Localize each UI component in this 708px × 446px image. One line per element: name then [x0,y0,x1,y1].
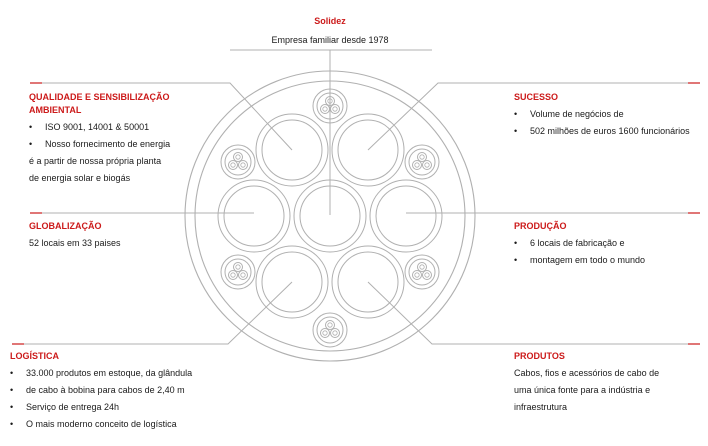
lower-right-bundle-core-2 [412,270,422,280]
producao-block: PRODUÇÃO 6 locais de fabricação e montag… [514,220,704,269]
solidez-title: Solidez [314,16,346,26]
qualidade-block: QUALIDADE E SENSIBILIZAÇÃO AMBIENTAL ISO… [29,91,229,187]
bottom-bundle-core-2-center [322,330,328,336]
upper-left-bundle-core-3-center [240,162,246,168]
upper-right-bundle-core-1-center [419,154,425,160]
lower-right-conductor-inner [337,251,399,313]
upper-right-bundle-core-1 [417,152,427,162]
bottom-bundle-core-1 [325,320,335,330]
top-bundle-core-3 [330,104,340,114]
logistica-continuation-1: de cabo à bobina para cabos de 2,40 m [10,382,240,399]
upper-left-bundle-ring [220,144,256,180]
lower-right-bundle-ring [404,254,440,290]
producao-bullet-1: 6 locais de fabricação e [514,235,704,252]
qualidade-leader [30,82,293,151]
logistica-title: LOGÍSTICA [10,351,59,361]
upper-left-bundle-core-3 [238,160,248,170]
produtos-block: PRODUTOS Cabos, fios e acessórios de cab… [514,350,704,416]
right-conductor-outer [369,179,443,253]
produtos-line-3: infraestrutura [514,402,568,412]
qualidade-bullet-2: Nosso fornecimento de energia [29,136,229,153]
logistica-block: LOGÍSTICA 33.000 produtos em estoque, da… [10,350,240,433]
lower-left-bundle-core-2 [228,270,238,280]
qualidade-bullet-1: ISO 9001, 14001 & 50001 [29,119,229,136]
upper-right-bundle-inner-ring [408,148,436,176]
logistica-bullet-3: O mais moderno conceito de logística [10,416,240,433]
upper-left-bundle-core-2-center [230,162,236,168]
solidez-block: Solidez Empresa familiar desde 1978 [230,15,430,52]
upper-right-bundle-core-3 [422,160,432,170]
upper-right-bundle-core-2-center [414,162,420,168]
bottom-bundle-core-3 [330,328,340,338]
upper-left-bundle-core-1 [233,152,243,162]
sucesso-title: SUCESSO [514,92,559,102]
lower-right-conductor-outer [331,245,405,319]
producao-continuation-1: montagem em todo o mundo [514,252,704,269]
globalizacao-block: GLOBALIZAÇÃO 52 locais em 33 paises [29,220,189,252]
sucesso-block: SUCESSO Volume de negócios de 502 milhõe… [514,91,708,140]
globalizacao-title: GLOBALIZAÇÃO [29,221,102,231]
logistica-bullet-2: Serviço de entrega 24h [10,399,240,416]
right-conductor-inner [375,185,437,247]
top-bundle-core-3-center [332,106,338,112]
bottom-bundle-core-2 [320,328,330,338]
sucesso-bullet-1: Volume de negócios de [514,106,708,123]
bottom-bundle-inner-ring [316,316,344,344]
lower-left-bundle-core-1 [233,262,243,272]
produtos-line-1: Cabos, fios e acessórios de cabo de [514,368,660,378]
upper-left-conductor-outer [255,113,329,187]
qualidade-title-line1: QUALIDADE E SENSIBILIZAÇÃO [29,92,170,102]
sucesso-leader [367,82,700,151]
upper-right-bundle-core-3-center [424,162,430,168]
upper-left-bundle-inner-ring [224,148,252,176]
upper-left-bundle-core-1-center [235,154,241,160]
lower-left-conductor-outer [255,245,329,319]
bottom-bundle-core-1-center [327,322,333,328]
lower-left-conductor-inner [261,251,323,313]
upper-right-conductor-inner [337,119,399,181]
upper-left-bundle-core-2 [228,160,238,170]
lower-right-bundle-inner-ring [408,258,436,286]
lower-right-bundle-core-3-center [424,272,430,278]
lower-left-bundle-inner-ring [224,258,252,286]
logistica-leader [12,281,293,345]
produtos-title: PRODUTOS [514,351,565,361]
left-conductor-outer [217,179,291,253]
qualidade-continuation-1: é a partir de nossa própria planta [29,156,162,166]
qualidade-continuation-2: de energia solar e biogás [29,173,131,183]
logistica-bullet-1: 33.000 produtos em estoque, da glândula [10,365,240,382]
upper-right-bundle-ring [404,144,440,180]
producao-title: PRODUÇÃO [514,221,567,231]
lower-left-bundle-core-2-center [230,272,236,278]
left-conductor-inner [223,185,285,247]
globalizacao-text: 52 locais em 33 paises [29,238,121,248]
lower-right-bundle-core-1-center [419,264,425,270]
bottom-bundle-ring [312,312,348,348]
upper-right-conductor-outer [331,113,405,187]
lower-left-bundle-core-1-center [235,264,241,270]
produtos-line-2: uma única fonte para a indústria e [514,385,651,395]
bottom-bundle-core-3-center [332,330,338,336]
upper-left-conductor-inner [261,119,323,181]
top-bundle-core-2 [320,104,330,114]
sucesso-bullet-2: 502 milhões de euros 1600 funcionários [514,123,708,140]
lower-left-bundle-core-3 [238,270,248,280]
solidez-text: Empresa familiar desde 1978 [271,35,389,45]
lower-right-bundle-core-3 [422,270,432,280]
lower-left-bundle-ring [220,254,256,290]
lower-right-bundle-core-1 [417,262,427,272]
top-bundle-core-2-center [322,106,328,112]
lower-left-bundle-core-3-center [240,272,246,278]
produtos-leader [367,281,700,345]
qualidade-title-line2: AMBIENTAL [29,105,82,115]
lower-right-bundle-core-2-center [414,272,420,278]
upper-right-bundle-core-2 [412,160,422,170]
